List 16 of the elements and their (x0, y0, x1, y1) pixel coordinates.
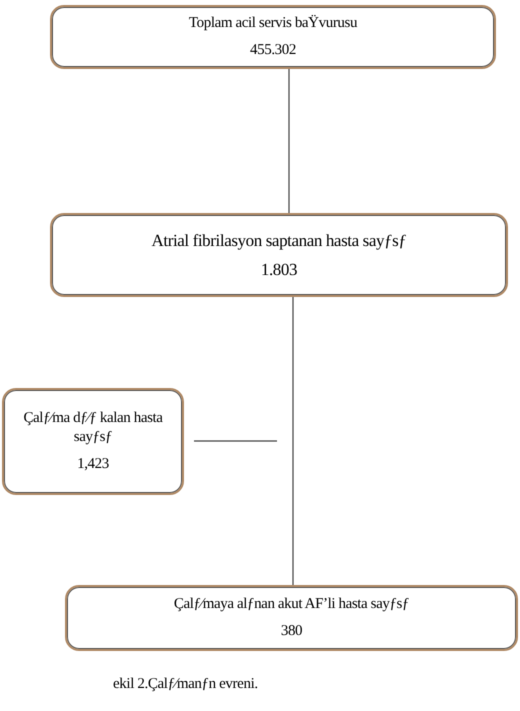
count-text: 1,423 (76, 454, 110, 474)
box-title: Toplam acil servis baŸvurusu (188, 14, 358, 33)
process-box (65, 585, 518, 651)
connector-line (288, 69, 290, 213)
connector-line (194, 440, 277, 442)
process-box (50, 5, 496, 69)
process-box (2, 388, 184, 495)
count-text: 380 (280, 622, 302, 641)
count-text: 1.803 (260, 259, 298, 280)
process-box (50, 213, 508, 297)
box-title: Çalƒ⁄maya alƒnan akut AF’li hasta sayƒsƒ (174, 595, 410, 614)
box-title: Çalƒ⁄ma dƒ⁄ƒ kalan hasta sayƒsƒ (22, 409, 164, 447)
count-text: 455.302 (250, 41, 296, 60)
connector-line (292, 297, 294, 585)
figure-caption: ekil 2.Çalƒ⁄manƒn evreni. (113, 675, 258, 694)
box-title: Atrial fibrilasyon saptanan hasta sayƒsƒ (152, 230, 406, 251)
